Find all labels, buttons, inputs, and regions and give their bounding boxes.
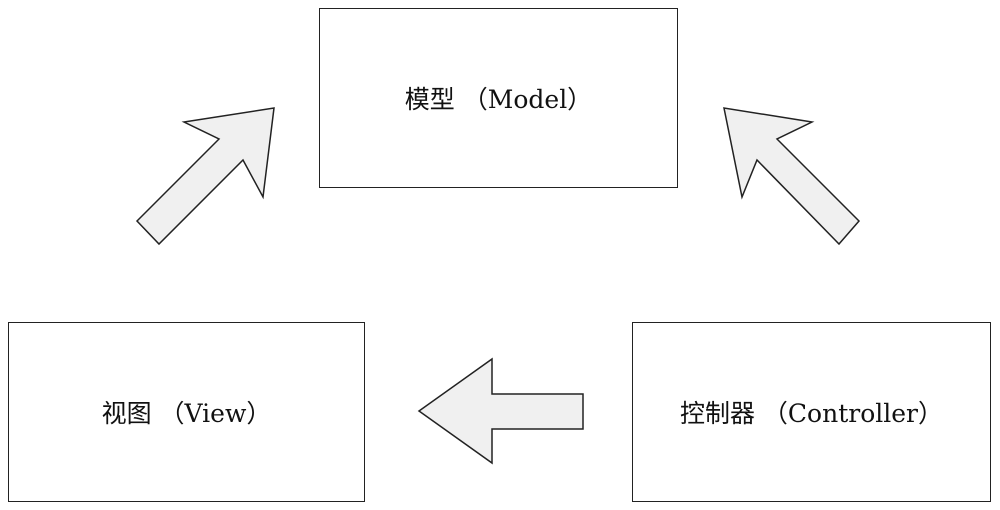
model-label: 模型 （Model） (404, 85, 593, 114)
view-box: 视图 （View） (8, 322, 365, 502)
arrow-controller-to-model (723, 107, 861, 246)
view-label: 视图 （View） (101, 399, 272, 428)
controller-box: 控制器 （Controller） (632, 322, 991, 502)
model-box: 模型 （Model） (319, 8, 678, 188)
arrow-view-to-model (135, 107, 275, 246)
controller-label: 控制器 （Controller） (679, 399, 943, 428)
arrow-controller-to-view (417, 357, 584, 465)
